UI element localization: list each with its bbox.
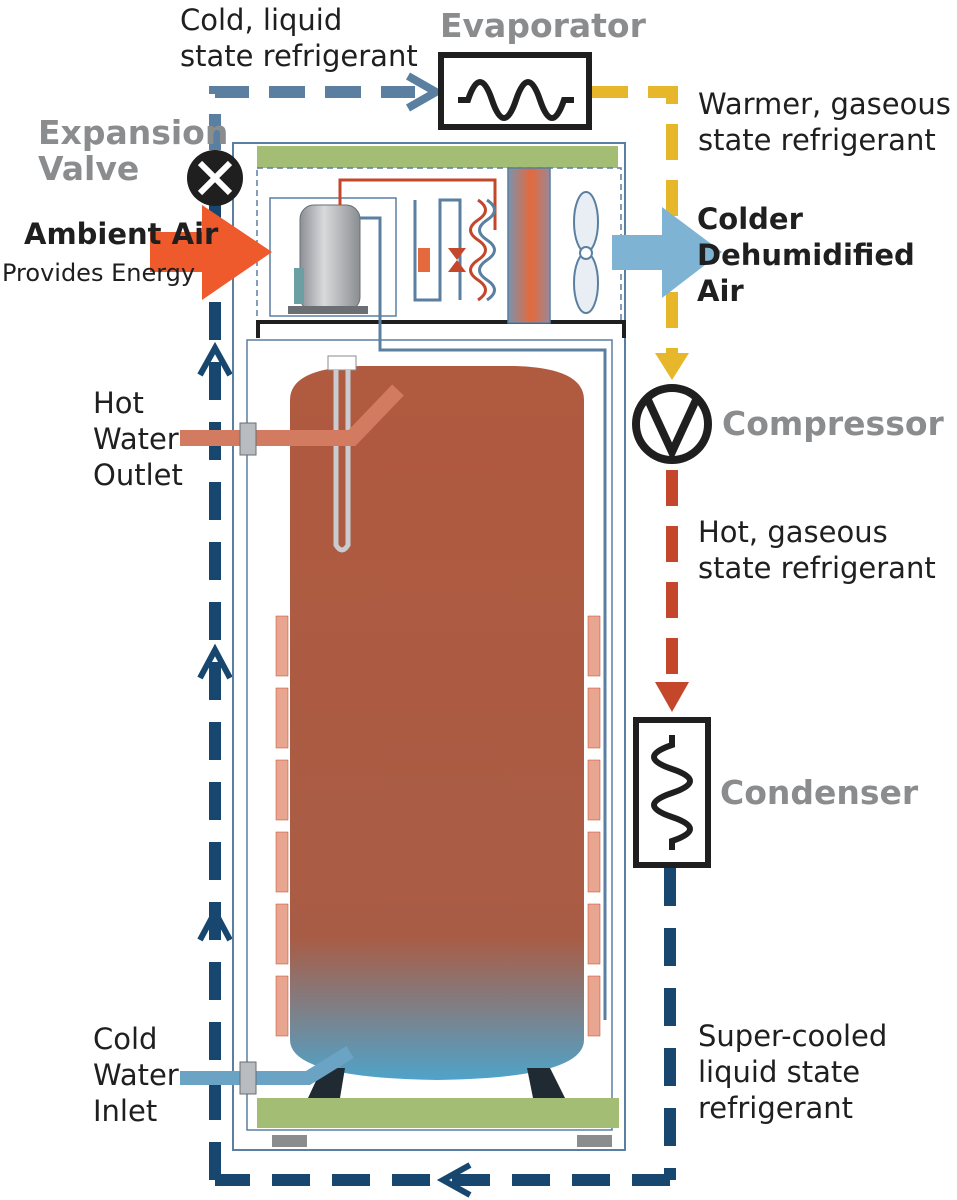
pipe-return [360, 216, 607, 1020]
inner-frame [246, 339, 613, 1131]
colder-air-label: Colder Dehumidified Air [697, 201, 915, 309]
expansion-valve-icon [187, 150, 243, 206]
compressor-unit [288, 204, 368, 314]
loop-arrow-up-3 [197, 905, 233, 942]
bottom-pad [257, 1098, 619, 1128]
compressor-housing [269, 197, 397, 317]
ambient-air-label: Ambient Air [24, 217, 219, 251]
cold-liquid-line2: state refrigerant [180, 39, 418, 73]
hot-gas-line1: Hot, gaseous [698, 515, 888, 549]
colder-air-line1: Colder [697, 202, 803, 236]
hot-water-line2: Water [93, 422, 179, 456]
colder-air-line3: Air [697, 274, 744, 308]
colder-air-line2: Dehumidified [697, 238, 915, 272]
coil-left-segments [275, 615, 289, 1037]
coil-right-segments [587, 615, 601, 1037]
cold-air-arrow [612, 207, 722, 298]
cold-liquid-line1: Cold, liquid [180, 3, 343, 37]
expansion-valve-line2: Valve [38, 149, 140, 188]
warmer-gas-line2: state refrigerant [698, 123, 936, 157]
tank-leg-left [308, 1068, 345, 1098]
evaporator-label: Evaporator [440, 6, 646, 45]
loop-arrow-up-1 [197, 341, 233, 377]
top-pad [257, 146, 618, 168]
hot-gas-line2: state refrigerant [698, 551, 936, 585]
super-cooled-line1: Super-cooled [698, 1019, 888, 1053]
cold-liquid-line [209, 72, 445, 150]
expansion-valve-line1: Expansion [38, 113, 229, 152]
cold-water-line1: Cold [93, 1022, 158, 1056]
cold-water-line3: Inlet [93, 1094, 158, 1128]
cabinet-outline [232, 142, 626, 1151]
cold-water-inlet-pipe [180, 1046, 354, 1085]
warmer-gas-line1: Warmer, gaseous [698, 87, 951, 121]
outlet-fitting [239, 422, 257, 456]
super-cooled-line2: liquid state [698, 1055, 861, 1089]
condenser-icon [633, 717, 711, 868]
hot-gas-label: Hot, gaseous state refrigerant [698, 514, 936, 586]
condenser-label: Condenser [720, 773, 919, 812]
heat-exchanger [507, 167, 551, 324]
heating-element [327, 355, 357, 553]
hot-water-line3: Outlet [93, 458, 183, 492]
compressor-label: Compressor [722, 404, 944, 443]
fan-icon [573, 191, 599, 314]
provides-energy-label: Provides Energy [2, 259, 196, 287]
hot-water-outlet-label: Hot Water Outlet [93, 385, 183, 493]
super-cooled-line3: refrigerant [698, 1091, 854, 1125]
coil-section [413, 198, 496, 302]
hp-module-bracket [256, 320, 626, 338]
expansion-valve-label: Expansion Valve [38, 115, 228, 187]
loop-arrow-up-2 [197, 643, 233, 680]
loop-arrow-left [436, 1162, 472, 1198]
foot-right [577, 1135, 612, 1147]
compressor-icon [632, 384, 712, 464]
cold-liquid-label: Cold, liquid state refrigerant [180, 2, 418, 74]
inlet-fitting [239, 1061, 257, 1095]
tank-leg-right [527, 1068, 565, 1098]
hot-gas-line [655, 470, 689, 712]
pipe-top [338, 178, 497, 230]
water-tank [290, 366, 584, 1080]
hot-water-line1: Hot [93, 386, 144, 420]
evaporator-icon [438, 52, 592, 130]
ambient-air-arrow [150, 205, 272, 300]
cold-water-inlet-label: Cold Water Inlet [93, 1021, 179, 1129]
cold-water-line2: Water [93, 1058, 179, 1092]
hot-water-outlet-pipe [180, 384, 404, 446]
warmer-gas-label: Warmer, gaseous state refrigerant [698, 86, 951, 158]
super-cooled-label: Super-cooled liquid state refrigerant [698, 1018, 887, 1126]
foot-left [272, 1135, 307, 1147]
